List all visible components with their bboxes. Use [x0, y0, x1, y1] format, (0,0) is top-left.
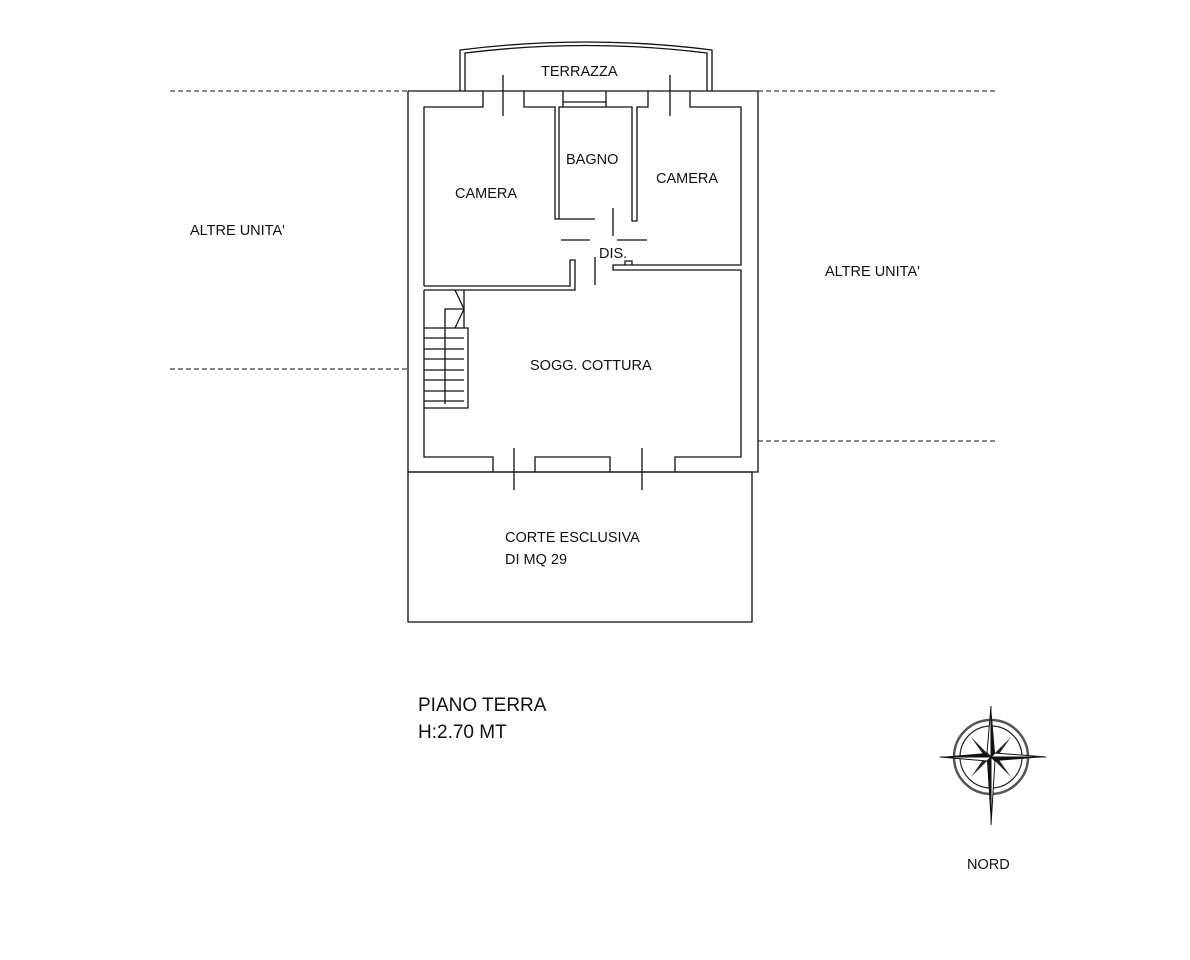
- room-label-bagno: BAGNO: [566, 152, 618, 168]
- boundary-dashed-lines: [170, 90, 998, 442]
- room-label-dis: DIS.: [599, 246, 627, 262]
- courtyard-outline: [407, 471, 753, 623]
- room-label-terrazza: TERRAZZA: [541, 64, 618, 80]
- room-label-corte: CORTE ESCLUSIVA: [505, 530, 640, 546]
- room-label-camera-left: CAMERA: [455, 186, 517, 202]
- room-label-camera-right: CAMERA: [656, 171, 718, 187]
- terrace-outline: [459, 41, 713, 91]
- staircase: [424, 289, 469, 409]
- plan-title: PIANO TERRA: [418, 695, 547, 716]
- compass-label: NORD: [967, 857, 1010, 873]
- room-label-corte-area: DI MQ 29: [505, 552, 567, 568]
- neighbor-label-left: ALTRE UNITA': [190, 223, 285, 239]
- plan-height: H:2.70 MT: [418, 722, 507, 743]
- compass-rose-icon: [939, 705, 1047, 826]
- neighbor-label-right: ALTRE UNITA': [825, 264, 920, 280]
- walls: [407, 75, 759, 490]
- room-label-soggiorno: SOGG. COTTURA: [530, 358, 652, 374]
